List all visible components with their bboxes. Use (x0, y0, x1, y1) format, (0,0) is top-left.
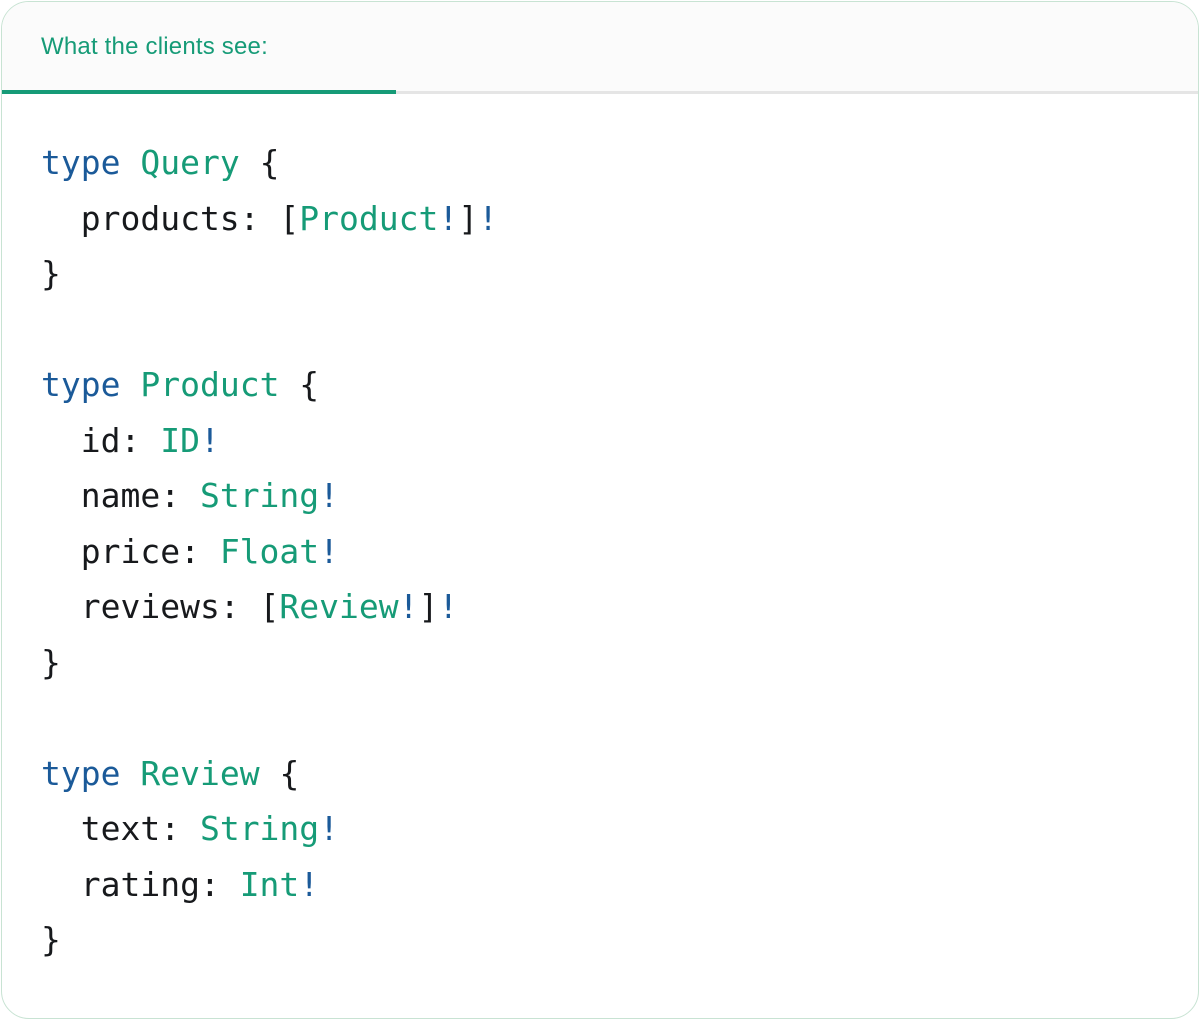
code-line: text: String! (41, 801, 1168, 857)
code-line: id: ID! (41, 413, 1168, 469)
code-token-plain: price: (41, 531, 220, 571)
code-token-plain (120, 143, 140, 182)
code-line: products: [Product!]! (41, 191, 1168, 247)
code-token-plain: ] (458, 198, 479, 238)
code-block: type Query { products: [Product!]!} type… (2, 94, 1198, 968)
code-token-type: String (199, 476, 320, 515)
code-line: reviews: [Review!]! (41, 579, 1168, 635)
code-token-plain: { (239, 143, 280, 182)
code-token-keyword: type (41, 143, 121, 182)
code-token-plain: { (259, 753, 300, 793)
code-token-keyword: type (41, 365, 121, 404)
code-line: name: String! (41, 468, 1168, 524)
code-token-type: Product (299, 198, 439, 238)
code-token-bang: ! (478, 198, 498, 238)
code-line (41, 690, 1168, 746)
code-token-bang: ! (398, 587, 419, 626)
code-token-type: String (199, 809, 320, 848)
code-token-plain: products: [ (41, 198, 300, 238)
code-token-type: Query (140, 143, 240, 182)
code-token-bang: ! (299, 864, 320, 904)
tab-what-clients-see[interactable]: What the clients see: (2, 2, 396, 91)
code-token-bang: ! (319, 531, 340, 571)
code-line: type Product { (41, 357, 1168, 413)
code-line: } (41, 246, 1168, 302)
code-token-bang: ! (319, 809, 340, 848)
code-token-plain: text: (41, 809, 200, 848)
code-token-bang: ! (199, 420, 220, 460)
code-token-bang: ! (438, 198, 459, 238)
code-token-plain: id: (41, 420, 161, 460)
code-line: rating: Int! (41, 857, 1168, 913)
code-token-type: Review (279, 587, 399, 626)
active-tab-underline (2, 90, 396, 94)
code-token-type: Int (239, 864, 300, 904)
code-token-type: Float (219, 531, 320, 571)
code-token-type: Review (140, 753, 260, 793)
code-token-plain (120, 754, 140, 793)
code-token-keyword: type (41, 753, 121, 793)
code-line: type Query { (41, 135, 1168, 191)
code-token-plain (120, 365, 140, 404)
code-token-plain: reviews: [ (41, 587, 280, 626)
code-line: type Review { (41, 746, 1168, 802)
code-token-type: Product (140, 365, 280, 404)
code-token-plain: ] (418, 587, 439, 626)
code-token-plain: rating: (41, 864, 240, 904)
code-token-bang: ! (438, 587, 459, 626)
tab-label: What the clients see: (41, 32, 268, 60)
code-line (41, 302, 1168, 358)
code-token-plain: name: (41, 476, 200, 515)
code-token-bang: ! (319, 476, 340, 515)
code-token-plain: } (41, 642, 61, 682)
code-line: } (41, 912, 1168, 968)
code-token-plain: { (279, 365, 320, 404)
code-line: price: Float! (41, 524, 1168, 580)
tab-bar: What the clients see: (2, 2, 1198, 94)
code-token-plain: } (41, 254, 61, 293)
code-token-plain: } (41, 920, 61, 959)
code-line: } (41, 635, 1168, 691)
code-token-type: ID (160, 420, 200, 460)
